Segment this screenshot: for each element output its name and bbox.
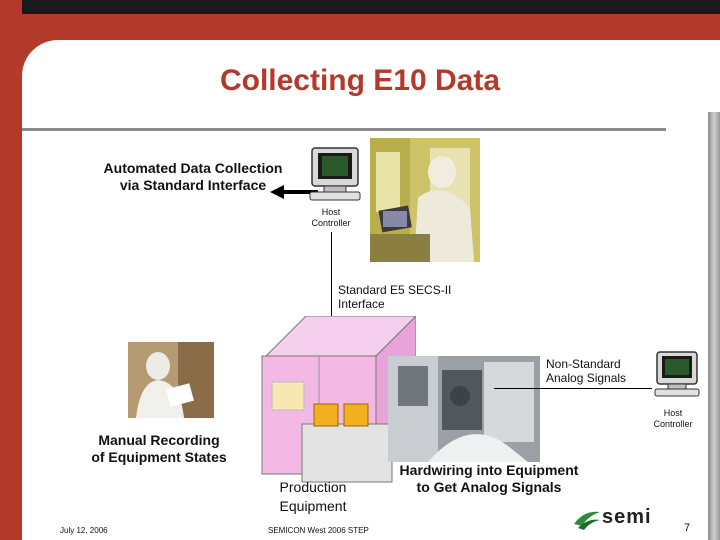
production-equipment-label: Production Equipment: [266, 478, 360, 516]
semi-swoosh-icon: [574, 511, 600, 530]
hardwiring-line2: to Get Analog Signals: [416, 479, 562, 495]
semi-logo: semi: [572, 506, 664, 532]
analog-connector-line: [494, 388, 652, 389]
nonstandard-line2: Analog Signals: [546, 371, 627, 385]
right-host-computer-icon: [654, 351, 700, 397]
hardwiring-line1: Hardwiring into Equipment: [399, 462, 579, 478]
title-rule: [22, 128, 666, 131]
manual-line2: of Equipment States: [91, 449, 227, 465]
secs-line2: Interface: [338, 297, 385, 311]
secs-connector-line: [331, 232, 332, 318]
host-controller-top-label: Host Controller: [300, 207, 362, 229]
footer-date: July 12, 2006: [60, 526, 108, 535]
left-accent-bar: [0, 0, 22, 540]
nonstandard-line1: Non-Standard: [546, 357, 621, 371]
hardwiring-label: Hardwiring into Equipment to Get Analog …: [380, 462, 598, 496]
nonstandard-analog-label: Non-Standard Analog Signals: [546, 357, 656, 385]
host-top-line1: Host: [321, 207, 341, 217]
host-top-line2: Controller: [311, 218, 351, 228]
cleanroom-operator-photo: [370, 138, 480, 262]
right-decor-bar: [708, 112, 720, 540]
arrow-icon: [270, 185, 318, 199]
top-frame-bar: [0, 0, 720, 14]
equipment-hardwiring-photo: [388, 356, 540, 462]
host-right-line2: Controller: [653, 419, 693, 429]
secs-line1: Standard E5 SECS-II: [338, 283, 452, 297]
production-line2: Equipment: [279, 498, 347, 514]
manual-recording-photo: [128, 342, 214, 418]
secs-interface-label: Standard E5 SECS-II Interface: [338, 283, 498, 311]
manual-line1: Manual Recording: [98, 432, 220, 448]
page-number: 7: [684, 522, 691, 534]
slide-title: Collecting E10 Data: [219, 64, 501, 97]
automated-collection-label: Automated Data Collection via Standard I…: [88, 160, 298, 194]
semi-logo-text: semi: [602, 506, 652, 528]
top-accent-bar: [0, 14, 720, 40]
host-right-line1: Host: [663, 408, 683, 418]
footer-event: SEMICON West 2006 STEP: [268, 526, 369, 535]
host-computer-icon: [309, 147, 361, 201]
automated-label-line2: via Standard Interface: [119, 177, 267, 193]
manual-recording-label: Manual Recording of Equipment States: [72, 432, 246, 466]
production-line1: Production: [279, 479, 347, 495]
automated-label-line1: Automated Data Collection: [103, 160, 283, 176]
host-controller-right-label: Host Controller: [642, 408, 704, 430]
